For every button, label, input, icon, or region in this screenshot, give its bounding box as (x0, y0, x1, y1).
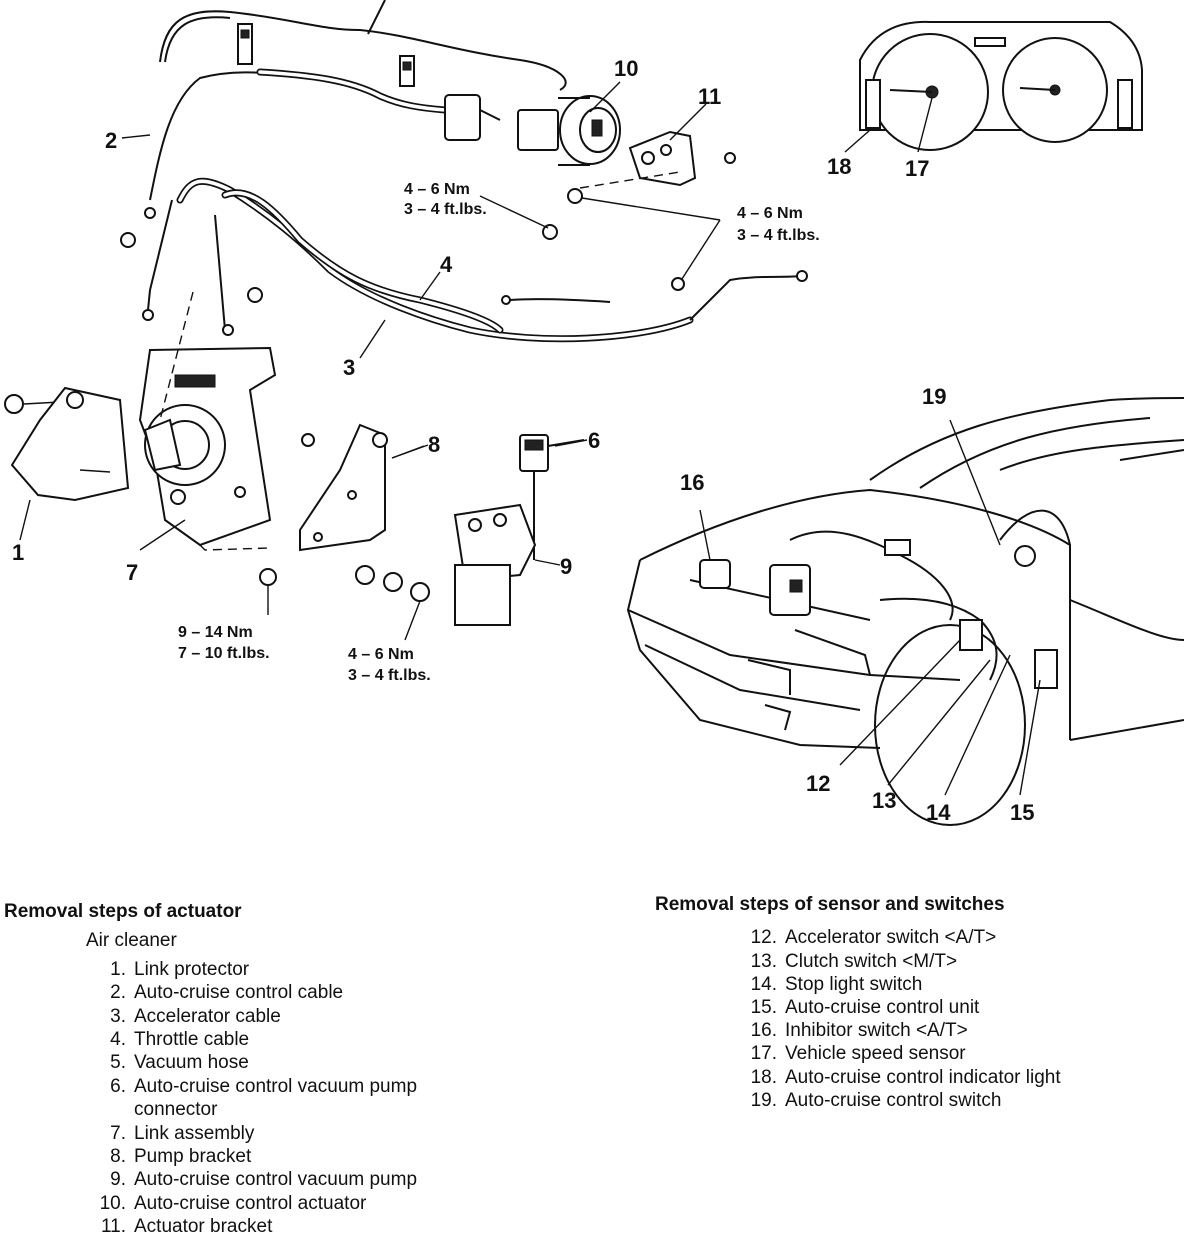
instrument-cluster (844, 20, 1143, 153)
callout-10: 10 (614, 56, 638, 81)
cruise-actuator (517, 95, 621, 166)
callout-4: 4 (440, 252, 453, 277)
torque-4-ft: 3 – 4 ft.lbs. (348, 667, 431, 684)
actuator-bracket (579, 130, 736, 189)
list-item: 13.Clutch switch <M/T> (750, 950, 958, 972)
list-item: 17.Vehicle speed sensor (750, 1043, 966, 1065)
list-item: 4.Throttle cable (110, 1029, 250, 1051)
sensor-removal-steps: Removal steps of sensor and switches 12.… (655, 893, 1175, 1112)
list-item: 6.Auto-cruise control vacuum pump connec… (110, 1075, 418, 1121)
sensor-step-list: 12.Accelerator switch <A/T> 13.Clutch sw… (655, 926, 1175, 1112)
control-cables (142, 0, 808, 343)
link-assembly (138, 291, 277, 551)
list-item: 7.Link assembly (110, 1122, 255, 1144)
sensor-heading: Removal steps of sensor and switches (655, 894, 1005, 915)
callout-11: 11 (698, 84, 721, 109)
exploded-parts-diagram: 1 2 3 4 6 7 8 9 10 11 12 13 14 15 16 17 … (4, 0, 1184, 826)
list-item: 16.Inhibitor switch <A/T> (750, 1020, 968, 1042)
callout-8: 8 (428, 432, 440, 457)
list-item: 9.Auto-cruise control vacuum pump (110, 1169, 418, 1191)
callout-7: 7 (126, 560, 138, 585)
pre-step: Air cleaner (86, 930, 177, 952)
torque-4-nm: 4 – 6 Nm (348, 646, 414, 663)
torque-2-nm: 4 – 6 Nm (737, 205, 803, 222)
list-item: 11.Actuator bracket (100, 1216, 273, 1238)
list-item: 2.Auto-cruise control cable (110, 982, 344, 1004)
list-item: 8.Pump bracket (110, 1146, 252, 1168)
pump-bracket (299, 423, 429, 552)
callout-13: 13 (872, 788, 896, 813)
list-item: 15.Auto-cruise control unit (750, 997, 980, 1019)
torque-3-nm: 9 – 14 Nm (178, 624, 253, 641)
actuator-step-list: 1.Link protector 2.Auto-cruise control c… (4, 958, 604, 1239)
callout-9: 9 (560, 554, 572, 579)
torque-1-ft: 3 – 4 ft.lbs. (404, 201, 487, 218)
actuator-removal-steps: Removal steps of actuator Air cleaner 1.… (4, 900, 604, 1239)
hose-connectors (237, 23, 501, 141)
callout-2: 2 (105, 128, 117, 153)
list-item: 19.Auto-cruise control switch (750, 1089, 1002, 1111)
car-front (626, 397, 1184, 826)
list-item: 12.Accelerator switch <A/T> (750, 927, 997, 949)
vacuum-pump (355, 434, 585, 641)
torque-1-nm: 4 – 6 Nm (404, 181, 470, 198)
torque-specs: 4 – 6 Nm 3 – 4 ft.lbs. 4 – 6 Nm 3 – 4 ft… (178, 181, 820, 684)
torque-2-ft: 3 – 4 ft.lbs. (737, 227, 820, 244)
list-item: 5.Vacuum hose (110, 1052, 249, 1074)
callout-16: 16 (680, 470, 704, 495)
actuator-heading: Removal steps of actuator (4, 901, 242, 922)
callout-numbers: 1 2 3 4 6 7 8 9 10 11 12 13 14 15 16 17 … (12, 56, 1034, 825)
callout-18: 18 (827, 154, 851, 179)
list-item: 3.Accelerator cable (110, 1005, 281, 1027)
callout-12: 12 (806, 771, 830, 796)
leader-lines (121, 81, 707, 459)
list-item: 10.Auto-cruise control actuator (99, 1192, 367, 1214)
callout-17: 17 (905, 156, 929, 181)
link-protector (10, 386, 130, 541)
callout-6: 6 (588, 428, 600, 453)
list-item: 14.Stop light switch (750, 973, 923, 995)
callout-15: 15 (1010, 800, 1034, 825)
torque-3-ft: 7 – 10 ft.lbs. (178, 645, 270, 662)
callout-19: 19 (922, 384, 946, 409)
callout-3: 3 (343, 355, 355, 380)
list-item: 18.Auto-cruise control indicator light (750, 1066, 1061, 1088)
bolts (4, 188, 721, 615)
callout-1: 1 (12, 540, 24, 565)
callout-14: 14 (926, 800, 951, 825)
list-item: 1.Link protector (110, 958, 250, 980)
